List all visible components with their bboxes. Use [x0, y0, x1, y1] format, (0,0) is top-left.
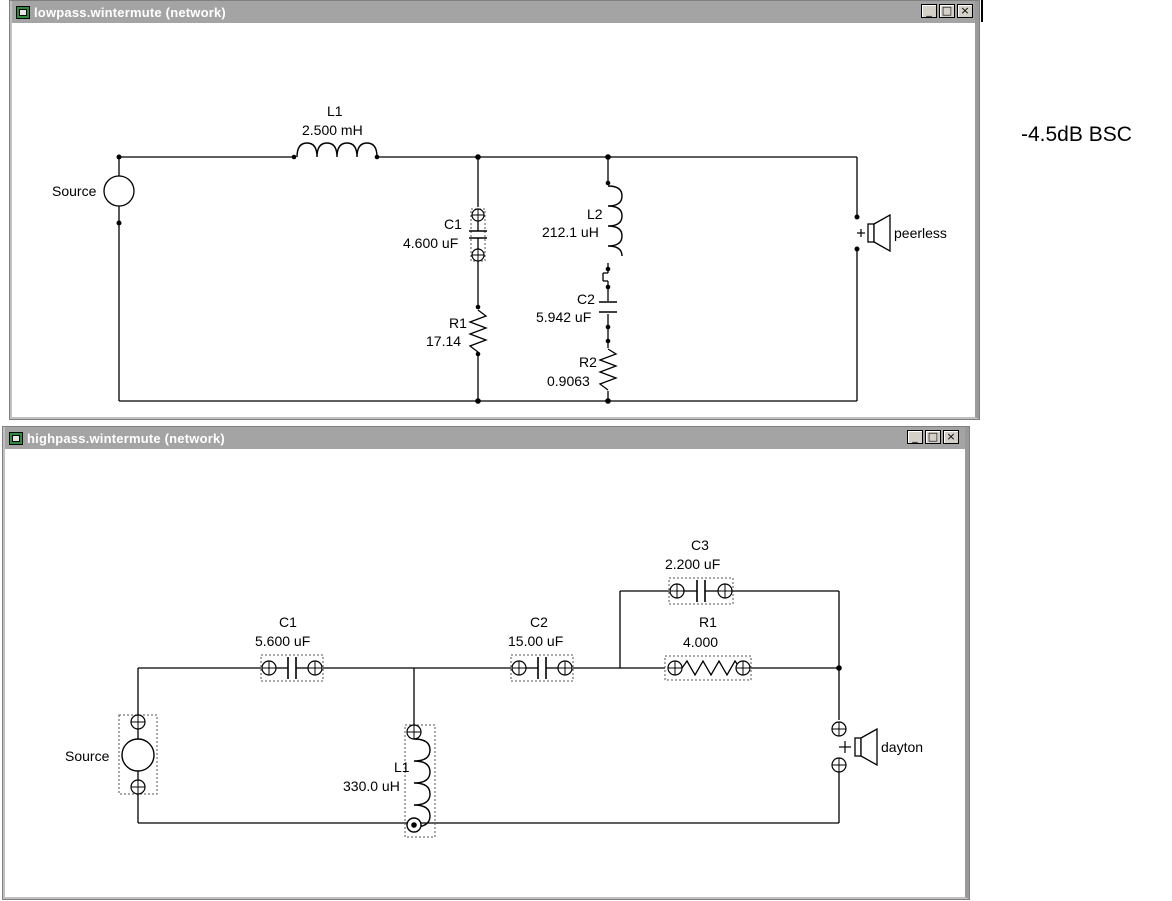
source-symbol[interactable]	[118, 714, 158, 795]
l1-value: 330.0 uH	[343, 778, 400, 794]
c2-name: C2	[530, 614, 548, 630]
r1-name: R1	[449, 315, 467, 331]
c2-capacitor-symbol[interactable]	[510, 654, 574, 682]
r1-resistor-symbol[interactable]	[664, 655, 752, 681]
speaker-driver-icon[interactable]	[854, 213, 891, 253]
maximize-button[interactable]: □	[939, 4, 955, 18]
r2-resistor-symbol[interactable]	[598, 338, 618, 391]
c3-name: C3	[691, 537, 709, 553]
highpass-schematic-canvas[interactable]: Source C1 5.600 uF	[3, 449, 963, 901]
l2-inductor-symbol[interactable]	[605, 180, 623, 272]
driver-label: peerless	[894, 225, 947, 241]
highpass-window[interactable]: highpass.wintermute (network) _ □ ×	[2, 426, 970, 900]
window-title: highpass.wintermute (network)	[27, 430, 225, 446]
window-edge-divider	[981, 0, 983, 22]
l1-name: L1	[394, 759, 410, 775]
minimize-button[interactable]: _	[921, 4, 937, 18]
source-label: Source	[52, 183, 97, 199]
r1-resistor-symbol[interactable]	[468, 304, 488, 357]
lowpass-window[interactable]: lowpass.wintermute (network) _ □ ×	[9, 0, 980, 420]
minimize-button[interactable]: _	[907, 430, 923, 444]
c2-capacitor-symbol[interactable]	[599, 284, 617, 330]
l1-name: L1	[327, 103, 343, 119]
network-app-icon	[9, 431, 23, 445]
r2-value: 0.9063	[547, 373, 590, 389]
bsc-annotation: -4.5dB BSC	[1021, 123, 1132, 146]
r2-name: R2	[579, 354, 597, 370]
l1-value: 2.500 mH	[302, 122, 363, 138]
lowpass-titlebar[interactable]: lowpass.wintermute (network) _ □ ×	[10, 1, 979, 23]
maximize-button[interactable]: □	[925, 430, 941, 444]
l2-value: 212.1 uH	[542, 224, 599, 240]
close-button[interactable]: ×	[943, 430, 959, 444]
driver-label: dayton	[881, 739, 923, 755]
c2-name: C2	[577, 291, 595, 307]
c1-name: C1	[279, 614, 297, 630]
highpass-titlebar[interactable]: highpass.wintermute (network) _ □ ×	[3, 427, 969, 449]
lowpass-schematic-canvas[interactable]: Source L1 2.500 mH C1 4.600	[10, 23, 970, 419]
l1-inductor-symbol[interactable]	[404, 724, 436, 838]
r1-value: 4.000	[683, 634, 718, 650]
close-button[interactable]: ×	[957, 4, 973, 18]
network-app-icon	[16, 5, 30, 19]
c1-value: 5.600 uF	[255, 633, 310, 649]
r1-value: 17.14	[426, 333, 461, 349]
l1-inductor-symbol[interactable]	[291, 142, 380, 160]
c2-value: 5.942 uF	[536, 309, 591, 325]
source-symbol[interactable]	[103, 154, 135, 226]
r1-name: R1	[699, 614, 717, 630]
source-label: Source	[65, 748, 110, 764]
c3-value: 2.200 uF	[665, 556, 720, 572]
l2-name: L2	[587, 206, 603, 222]
c1-capacitor-symbol[interactable]	[260, 654, 324, 682]
c1-capacitor-symbol[interactable]	[469, 208, 487, 262]
speaker-driver-icon[interactable]	[831, 721, 878, 773]
c2-value: 15.00 uF	[508, 633, 563, 649]
c1-value: 4.600 uF	[403, 235, 458, 251]
c1-name: C1	[444, 216, 462, 232]
window-title: lowpass.wintermute (network)	[34, 4, 226, 20]
c3-capacitor-symbol[interactable]	[668, 577, 734, 605]
